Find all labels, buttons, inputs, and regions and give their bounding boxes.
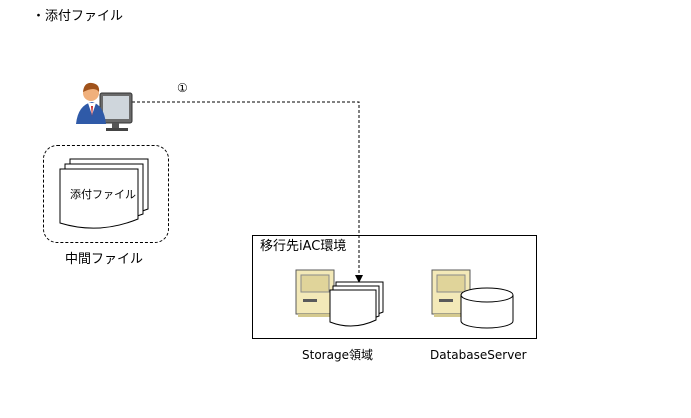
user-at-computer-icon [76, 82, 133, 131]
storage-document-stack-icon [329, 281, 384, 327]
step-marker: ① [177, 81, 188, 95]
transfer-connector [132, 101, 363, 283]
intermediate-file-group [43, 145, 169, 243]
intermediate-file-label: 中間ファイル [65, 252, 144, 267]
diagram-heading: ・添付ファイル [32, 9, 124, 24]
database-server-label: DatabaseServer [430, 348, 527, 362]
database-cylinder-icon [460, 287, 514, 329]
storage-server-icon [295, 269, 335, 317]
attachment-document-label: 添付ファイル [70, 188, 136, 201]
attachment-document-stack-icon [59, 158, 149, 229]
storage-area-label: Storage領域 [302, 348, 373, 362]
target-environment-title: 移行先iAC環境 [260, 239, 347, 254]
target-environment-box [252, 235, 537, 339]
